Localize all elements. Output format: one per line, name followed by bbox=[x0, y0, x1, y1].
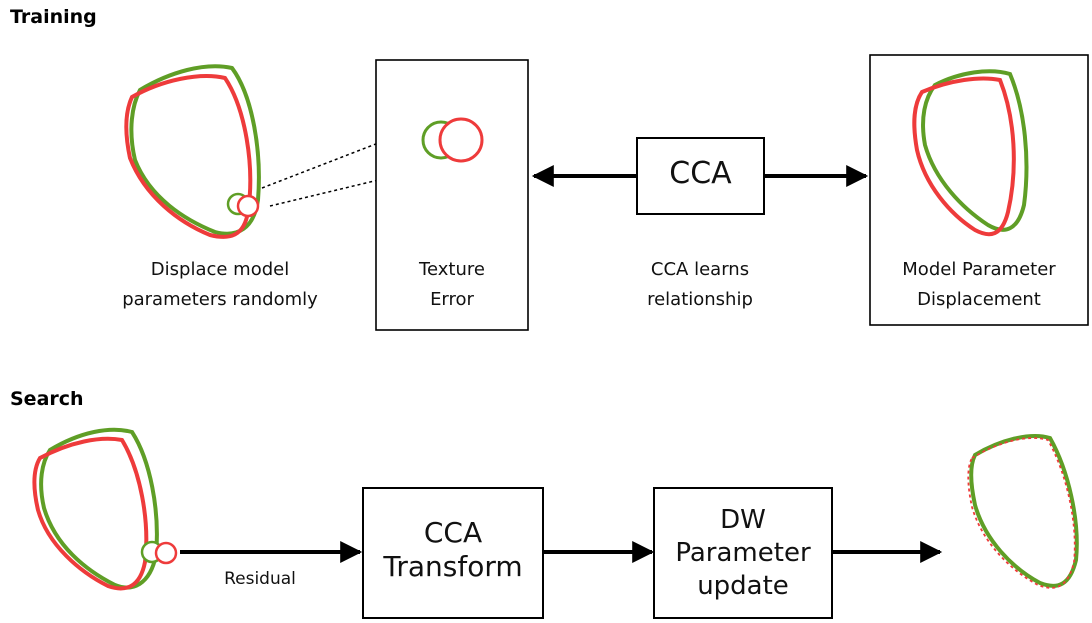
model-parameter-label: Model Parameter Displacement bbox=[902, 259, 1056, 310]
residual-label: Residual bbox=[224, 569, 296, 589]
dw-parameter-update-label: DW Parameter update bbox=[675, 505, 811, 601]
search-heading: Search bbox=[10, 388, 84, 410]
green-shape-outline bbox=[129, 64, 261, 236]
displace-label: Displace model parameters randomly bbox=[122, 259, 318, 310]
texture-error-label: Texture Error bbox=[419, 259, 485, 310]
red-shape-outline bbox=[124, 74, 253, 239]
texture-red-circle bbox=[438, 117, 484, 163]
displaced-shapes-search bbox=[32, 427, 178, 591]
cca-learns-label: CCA learns relationship bbox=[647, 259, 753, 310]
model-parameter-box bbox=[869, 54, 1089, 326]
training-heading: Training bbox=[10, 6, 97, 28]
displaced-shapes-training bbox=[124, 64, 261, 239]
cca-box-label: CCA bbox=[669, 156, 732, 191]
texture-error-box bbox=[375, 59, 529, 331]
converged-shapes bbox=[967, 434, 1079, 589]
model-parameter-shapes bbox=[912, 69, 1029, 237]
red-sample-circle bbox=[236, 194, 260, 218]
cca-transform-box bbox=[362, 487, 544, 619]
cca-transform-label: CCA Transform bbox=[383, 516, 523, 583]
